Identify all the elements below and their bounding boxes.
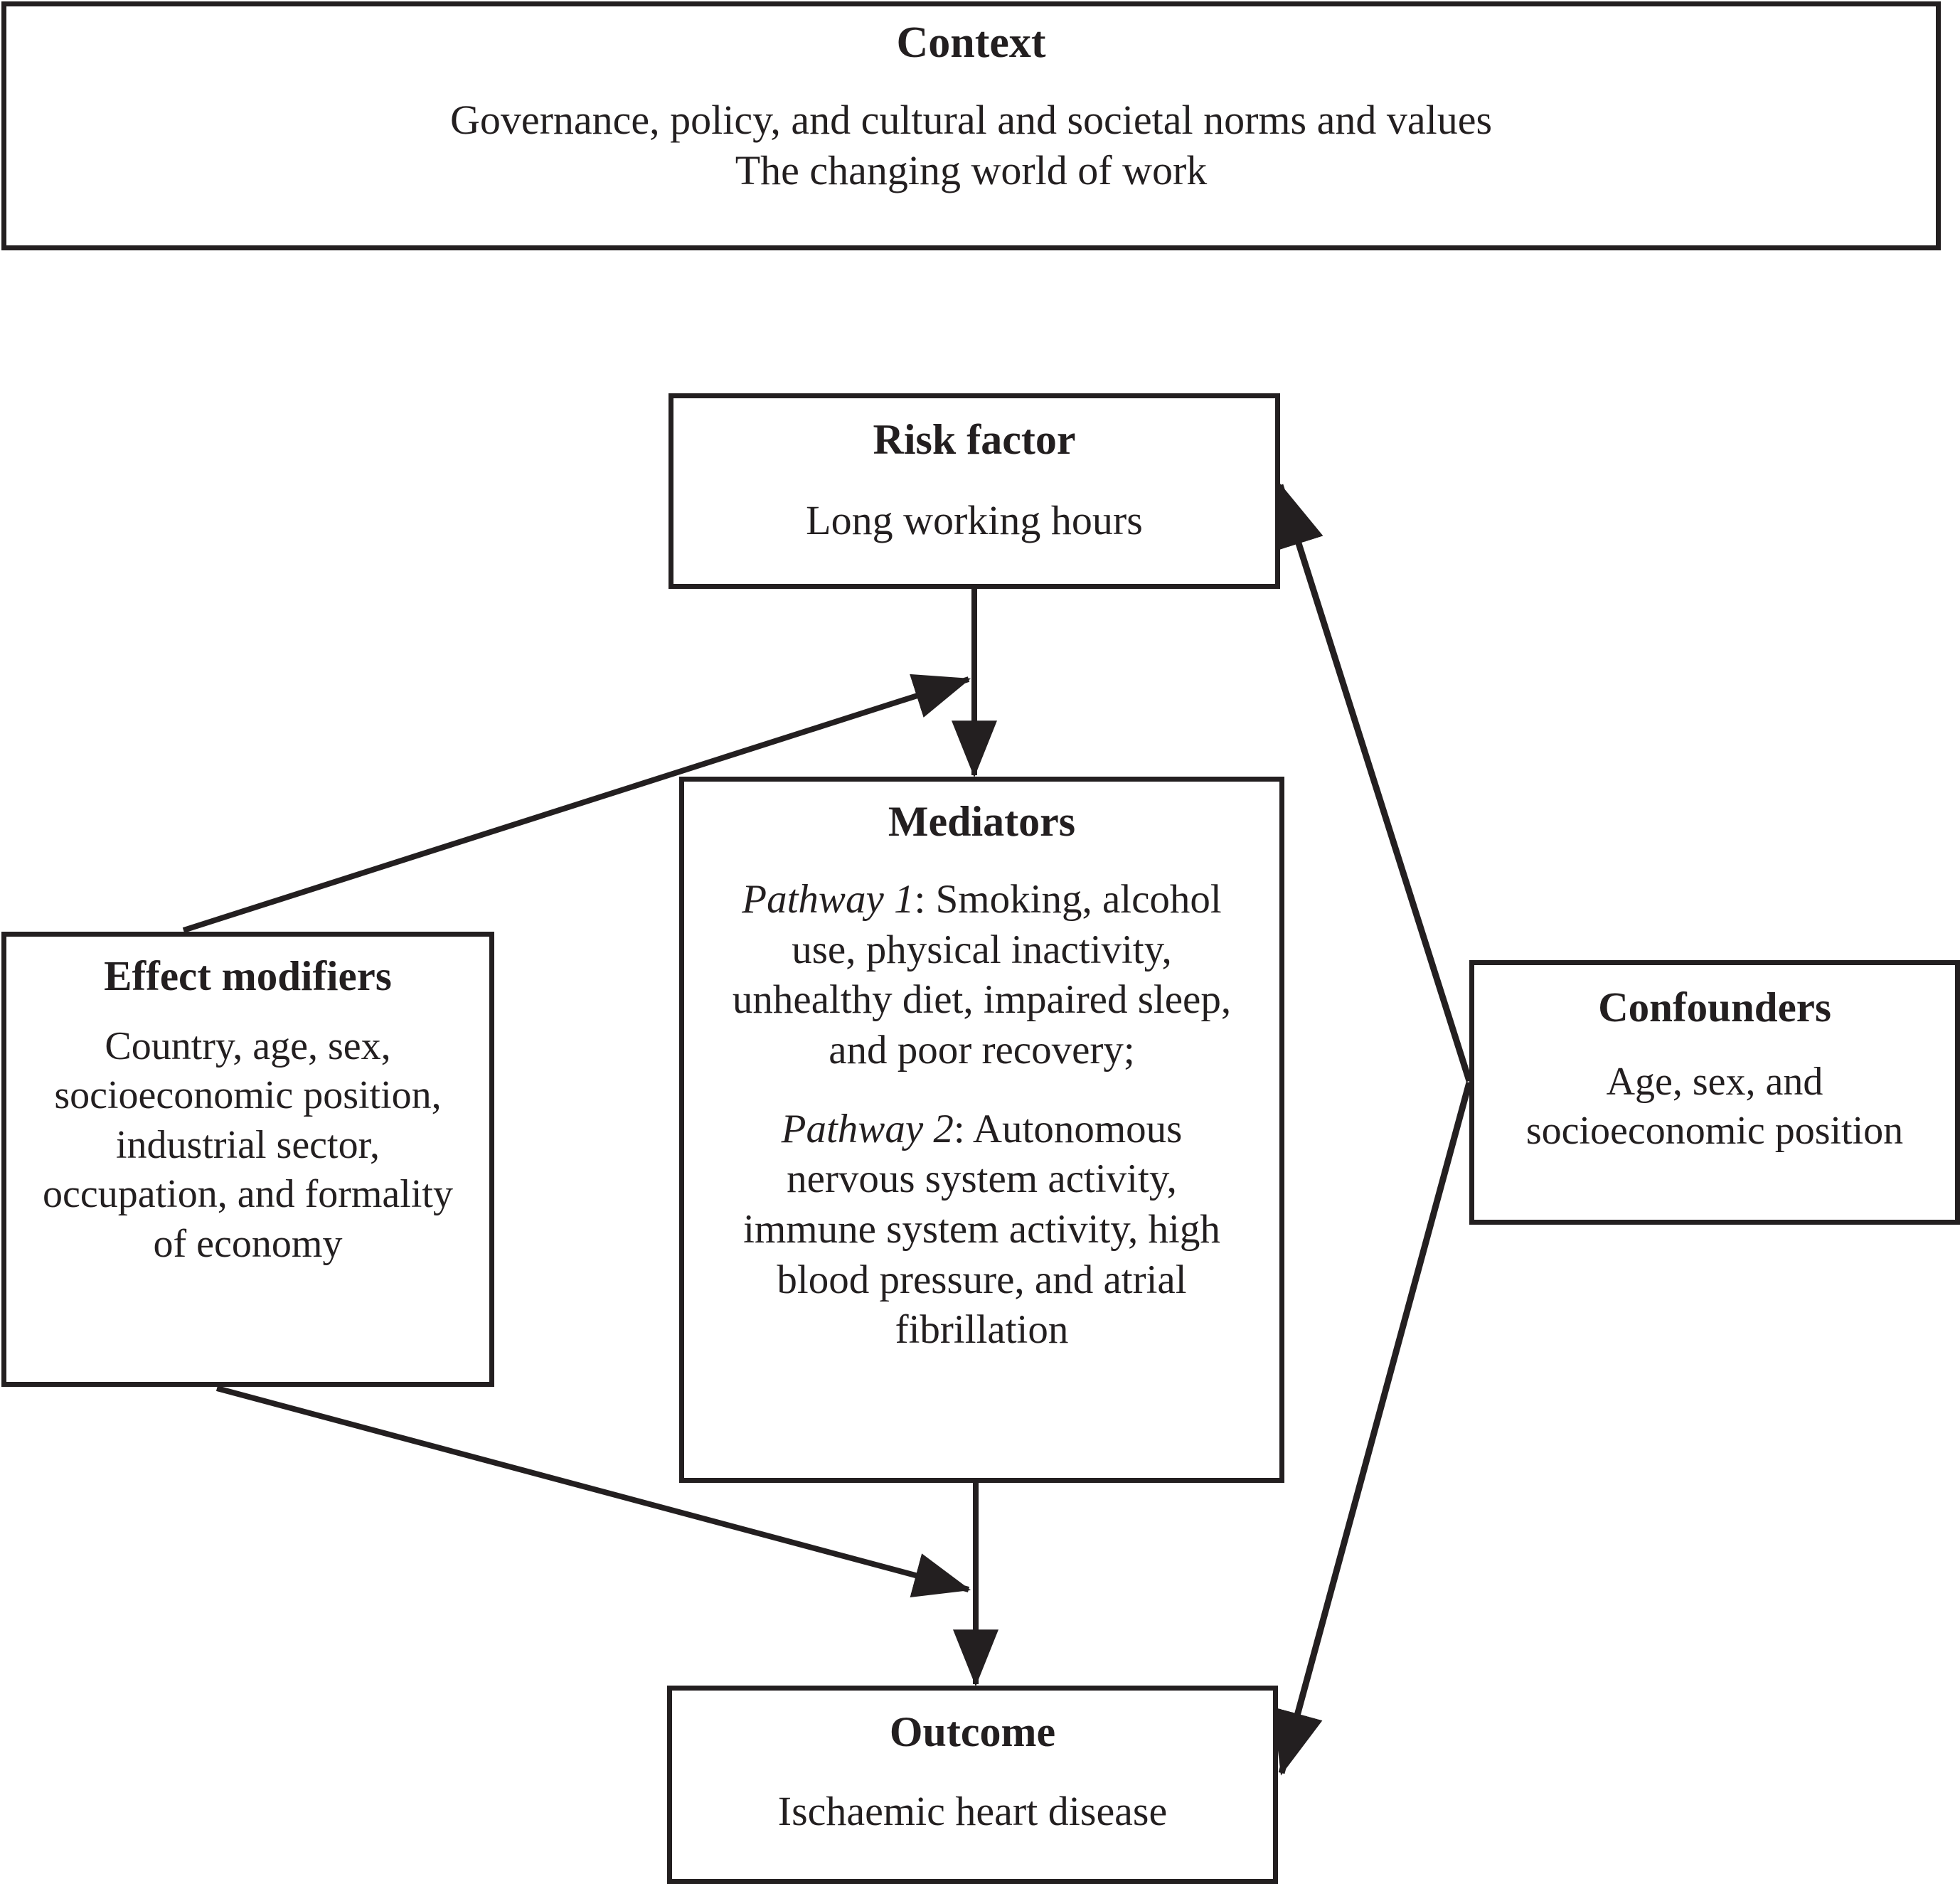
- outcome-title: Outcome: [889, 1708, 1056, 1755]
- confounders-box: Confounders Age, sex, and socioeconomic …: [1469, 960, 1960, 1225]
- context-box: Context Governance, policy, and cultural…: [1, 1, 1941, 250]
- context-body: Governance, policy, and cultural and soc…: [450, 95, 1492, 196]
- confounders-body: Age, sex, and socioeconomic position: [1525, 1059, 1904, 1154]
- confounders-title: Confounders: [1598, 984, 1831, 1031]
- arrow-confounders-to-risk: [1274, 482, 1473, 1082]
- effect-modifiers-box: Effect modifiers Country, age, sex, soci…: [1, 932, 494, 1387]
- outcome-box: Outcome Ischaemic heart disease: [667, 1686, 1278, 1884]
- context-line-1: Governance, policy, and cultural and soc…: [449, 97, 1493, 144]
- mediators-pathway-2: Pathway 2: Autonomous nervous system act…: [726, 1105, 1238, 1356]
- mediators-title: Mediators: [888, 798, 1076, 845]
- outcome-body: Ischaemic heart disease: [777, 1788, 1168, 1834]
- arrow-confounders-to-outcome: [1272, 1081, 1473, 1776]
- effect-modifiers-title: Effect modifiers: [104, 952, 392, 999]
- risk-factor-box: Risk factor Long working hours: [669, 393, 1280, 589]
- pathway-1-label: Pathway 1: [742, 877, 915, 922]
- mediators-box: Mediators Pathway 1: Smoking, alcohol us…: [679, 777, 1284, 1483]
- effect-modifiers-body: Country, age, sex, socioeconomic positio…: [43, 1023, 453, 1266]
- pathway-1-text: : Smoking, alcohol use, physical inactiv…: [732, 877, 1232, 1073]
- pathway-2-label: Pathway 2: [781, 1106, 954, 1151]
- pathway-2-text: : Autonomous nervous system activity, im…: [743, 1106, 1220, 1353]
- context-line-2: The changing world of work: [735, 147, 1208, 194]
- mediators-pathway-1: Pathway 1: Smoking, alcohol use, physica…: [726, 875, 1238, 1076]
- risk-factor-title: Risk factor: [873, 416, 1076, 463]
- context-title: Context: [896, 18, 1046, 67]
- risk-factor-body: Long working hours: [806, 497, 1143, 543]
